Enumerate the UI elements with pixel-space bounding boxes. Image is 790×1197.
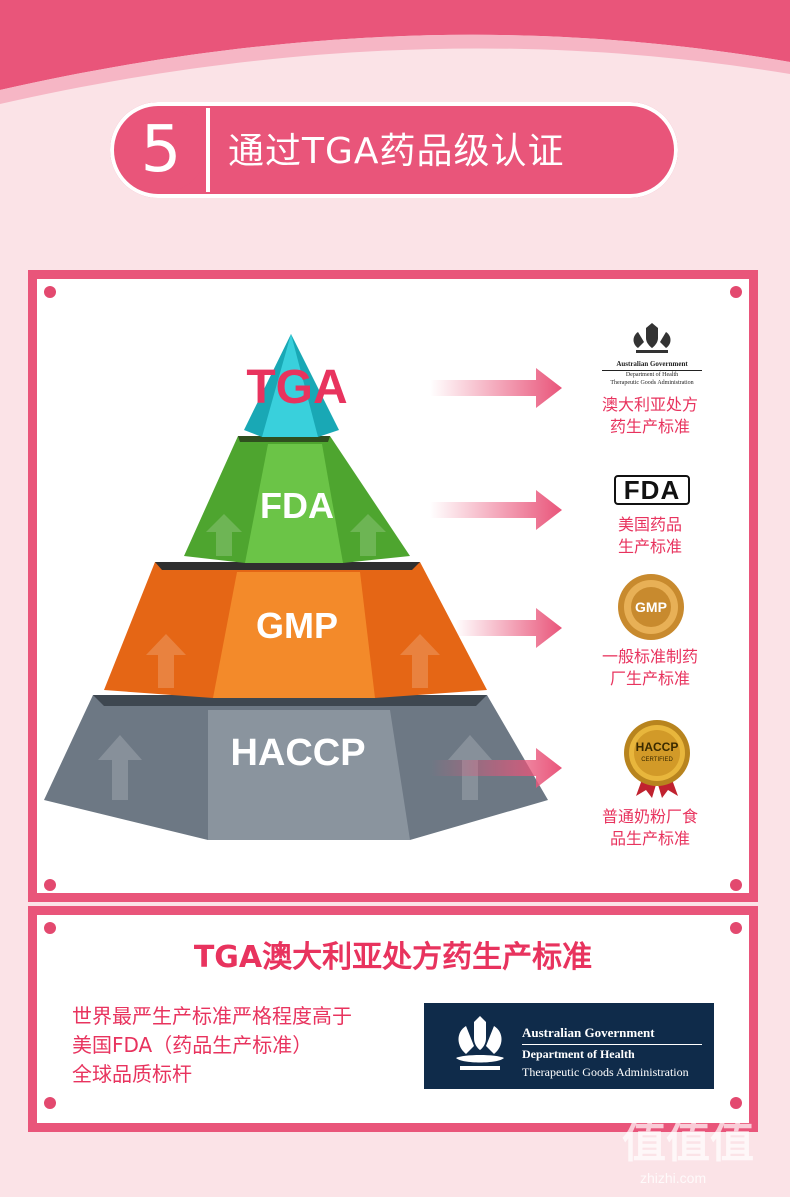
top-wave-band — [0, 0, 790, 104]
corner-dot — [44, 286, 56, 298]
watermark-glyph: 值 — [622, 1118, 666, 1167]
crest-line-1: Australian Government — [616, 360, 688, 368]
gov-logo-line-2: Department of Health — [522, 1047, 635, 1061]
caption-line: 美国药品 — [617, 515, 682, 534]
standard-description: 世界最严生产标准严格程度高于 美国FDA（药品生产标准） 全球品质标杆 — [72, 1002, 422, 1089]
tier-label-gmp: GMP — [255, 605, 338, 646]
crest-line-3: Therapeutic Goods Administration — [610, 380, 694, 386]
corner-dot — [730, 286, 742, 298]
badge-caption-tga: 澳大利亚处方 药生产标准 — [580, 394, 720, 438]
corner-dot — [730, 922, 742, 934]
arrow-right-icon — [455, 608, 562, 648]
section-title: 通过TGA药品级认证 — [228, 131, 565, 172]
corner-dot — [44, 1097, 56, 1109]
caption-line: 厂生产标准 — [609, 669, 690, 688]
corner-dot — [44, 879, 56, 891]
fda-logo-text: FDA — [623, 475, 681, 505]
tier-label-haccp: HACCP — [230, 732, 366, 774]
tier-label-fda: FDA — [260, 485, 334, 526]
gmp-seal-icon: GMP — [616, 572, 686, 642]
arrow-right-icon — [430, 368, 562, 408]
haccp-seal-text: HACCP — [635, 740, 679, 754]
arrow-right-icon — [430, 490, 562, 530]
coat-of-arms-icon — [456, 1016, 504, 1070]
standard-title: TGA澳大利亚处方药生产标准 — [193, 940, 593, 975]
caption-line: 药生产标准 — [609, 417, 690, 436]
australian-government-crest-icon: Australian Government Department of Heal… — [594, 322, 710, 386]
certification-pyramid — [44, 334, 562, 840]
caption-line: 品生产标准 — [609, 829, 690, 848]
arrow-right-icon — [430, 748, 562, 788]
caption-line: 普通奶粉厂食 — [601, 807, 698, 826]
crest-line-2: Department of Health — [602, 370, 702, 379]
badge-caption-fda: 美国药品 生产标准 — [580, 514, 720, 558]
watermark-glyph: 值 — [666, 1118, 710, 1167]
corner-dot — [44, 922, 56, 934]
section-number: 5 — [116, 108, 206, 192]
header-divider — [206, 108, 210, 192]
description-line: 全球品质标杆 — [72, 1062, 192, 1086]
fda-logo-icon: FDA — [614, 474, 690, 506]
badge-caption-gmp: 一般标准制药 厂生产标准 — [580, 646, 720, 690]
gov-logo-line-3: Therapeutic Goods Administration — [522, 1065, 689, 1079]
haccp-certified-seal-icon: HACCP CERTIFIED — [622, 718, 692, 798]
watermark-glyph: 值 — [710, 1118, 754, 1167]
site-watermark: 值值值 — [622, 1118, 782, 1188]
gov-logo-line-1: Australian Government — [522, 1025, 655, 1040]
haccp-seal-subtext: CERTIFIED — [641, 757, 673, 763]
description-line: 世界最严生产标准严格程度高于 — [72, 1004, 352, 1028]
badge-caption-haccp: 普通奶粉厂食 品生产标准 — [580, 806, 720, 850]
description-line: 美国FDA（药品生产标准） — [72, 1033, 313, 1057]
tier-label-tga: TGA — [246, 361, 348, 414]
caption-line: 一般标准制药 — [601, 647, 698, 666]
caption-line: 生产标准 — [617, 537, 682, 556]
gov-logo-divider — [522, 1044, 702, 1045]
watermark-url: zhizhi.com — [640, 1170, 707, 1186]
corner-dot — [730, 1097, 742, 1109]
corner-dot — [730, 879, 742, 891]
gmp-seal-text: GMP — [635, 599, 667, 615]
caption-line: 澳大利亚处方 — [601, 395, 698, 414]
